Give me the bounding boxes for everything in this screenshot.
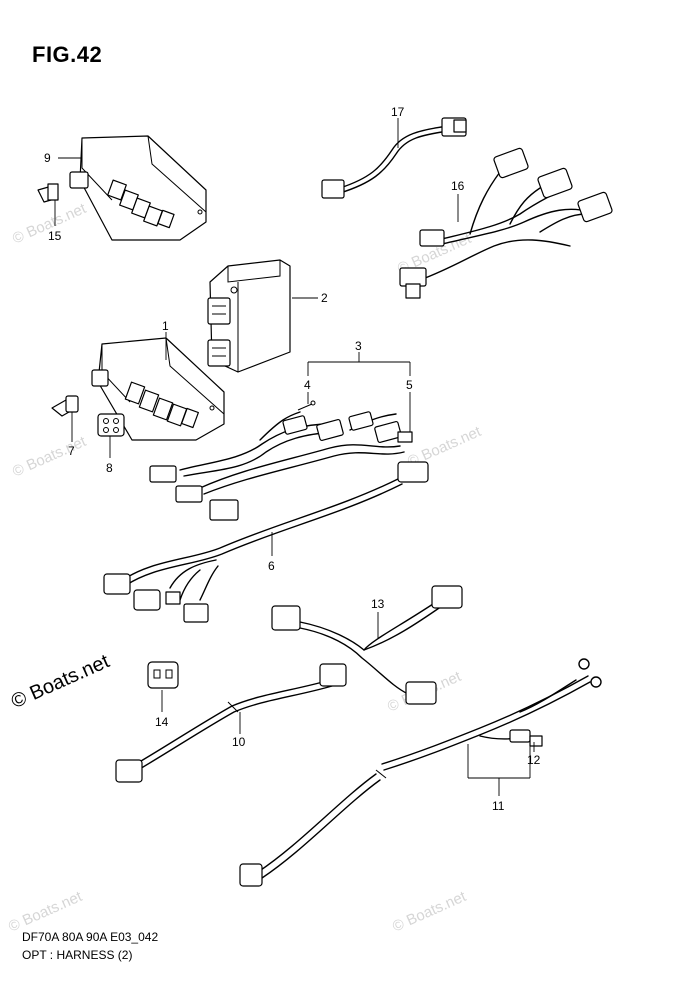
part-13-harness [271, 585, 463, 705]
callout-13: 13 [371, 597, 385, 611]
part-3-harness-assembly [149, 400, 413, 521]
part-16-harness [399, 147, 613, 299]
callout-6: 6 [268, 559, 275, 573]
callout-8: 8 [106, 461, 113, 475]
callout-11: 11 [492, 799, 505, 813]
part-8-connector [97, 413, 125, 437]
part-9-fuse-block [69, 135, 207, 241]
leader-lines [54, 118, 535, 796]
figure-title: FIG.42 [32, 42, 103, 67]
figure-code: DF70A 80A 90A E03_042 [22, 930, 159, 944]
callout-4: 4 [304, 378, 311, 392]
part-14-connector [147, 661, 179, 689]
callout-1: 1 [162, 319, 169, 333]
callout-15: 15 [48, 229, 62, 243]
part-2-module [207, 259, 291, 373]
callout-14: 14 [155, 715, 169, 729]
part-17-harness [321, 117, 467, 199]
callout-7: 7 [68, 444, 75, 458]
callout-9: 9 [44, 151, 51, 165]
callout-2: 2 [321, 291, 328, 305]
part-10-harness [115, 663, 347, 783]
part-7-fuse-holder [51, 395, 79, 417]
part-15-fuse [37, 183, 59, 203]
part-6-harness [103, 461, 429, 623]
callout-3: 3 [355, 339, 362, 353]
figure-subtitle: OPT : HARNESS (2) [22, 948, 133, 962]
part-11-harness [239, 658, 602, 887]
callout-17: 17 [391, 105, 405, 119]
callout-12: 12 [527, 753, 541, 767]
callout-5: 5 [406, 378, 413, 392]
callout-16: 16 [451, 179, 465, 193]
part-1-relay-block [91, 337, 225, 441]
callout-10: 10 [232, 735, 246, 749]
callouts: 1 2 3 4 5 6 7 8 9 10 11 12 13 14 15 16 1… [44, 105, 541, 813]
